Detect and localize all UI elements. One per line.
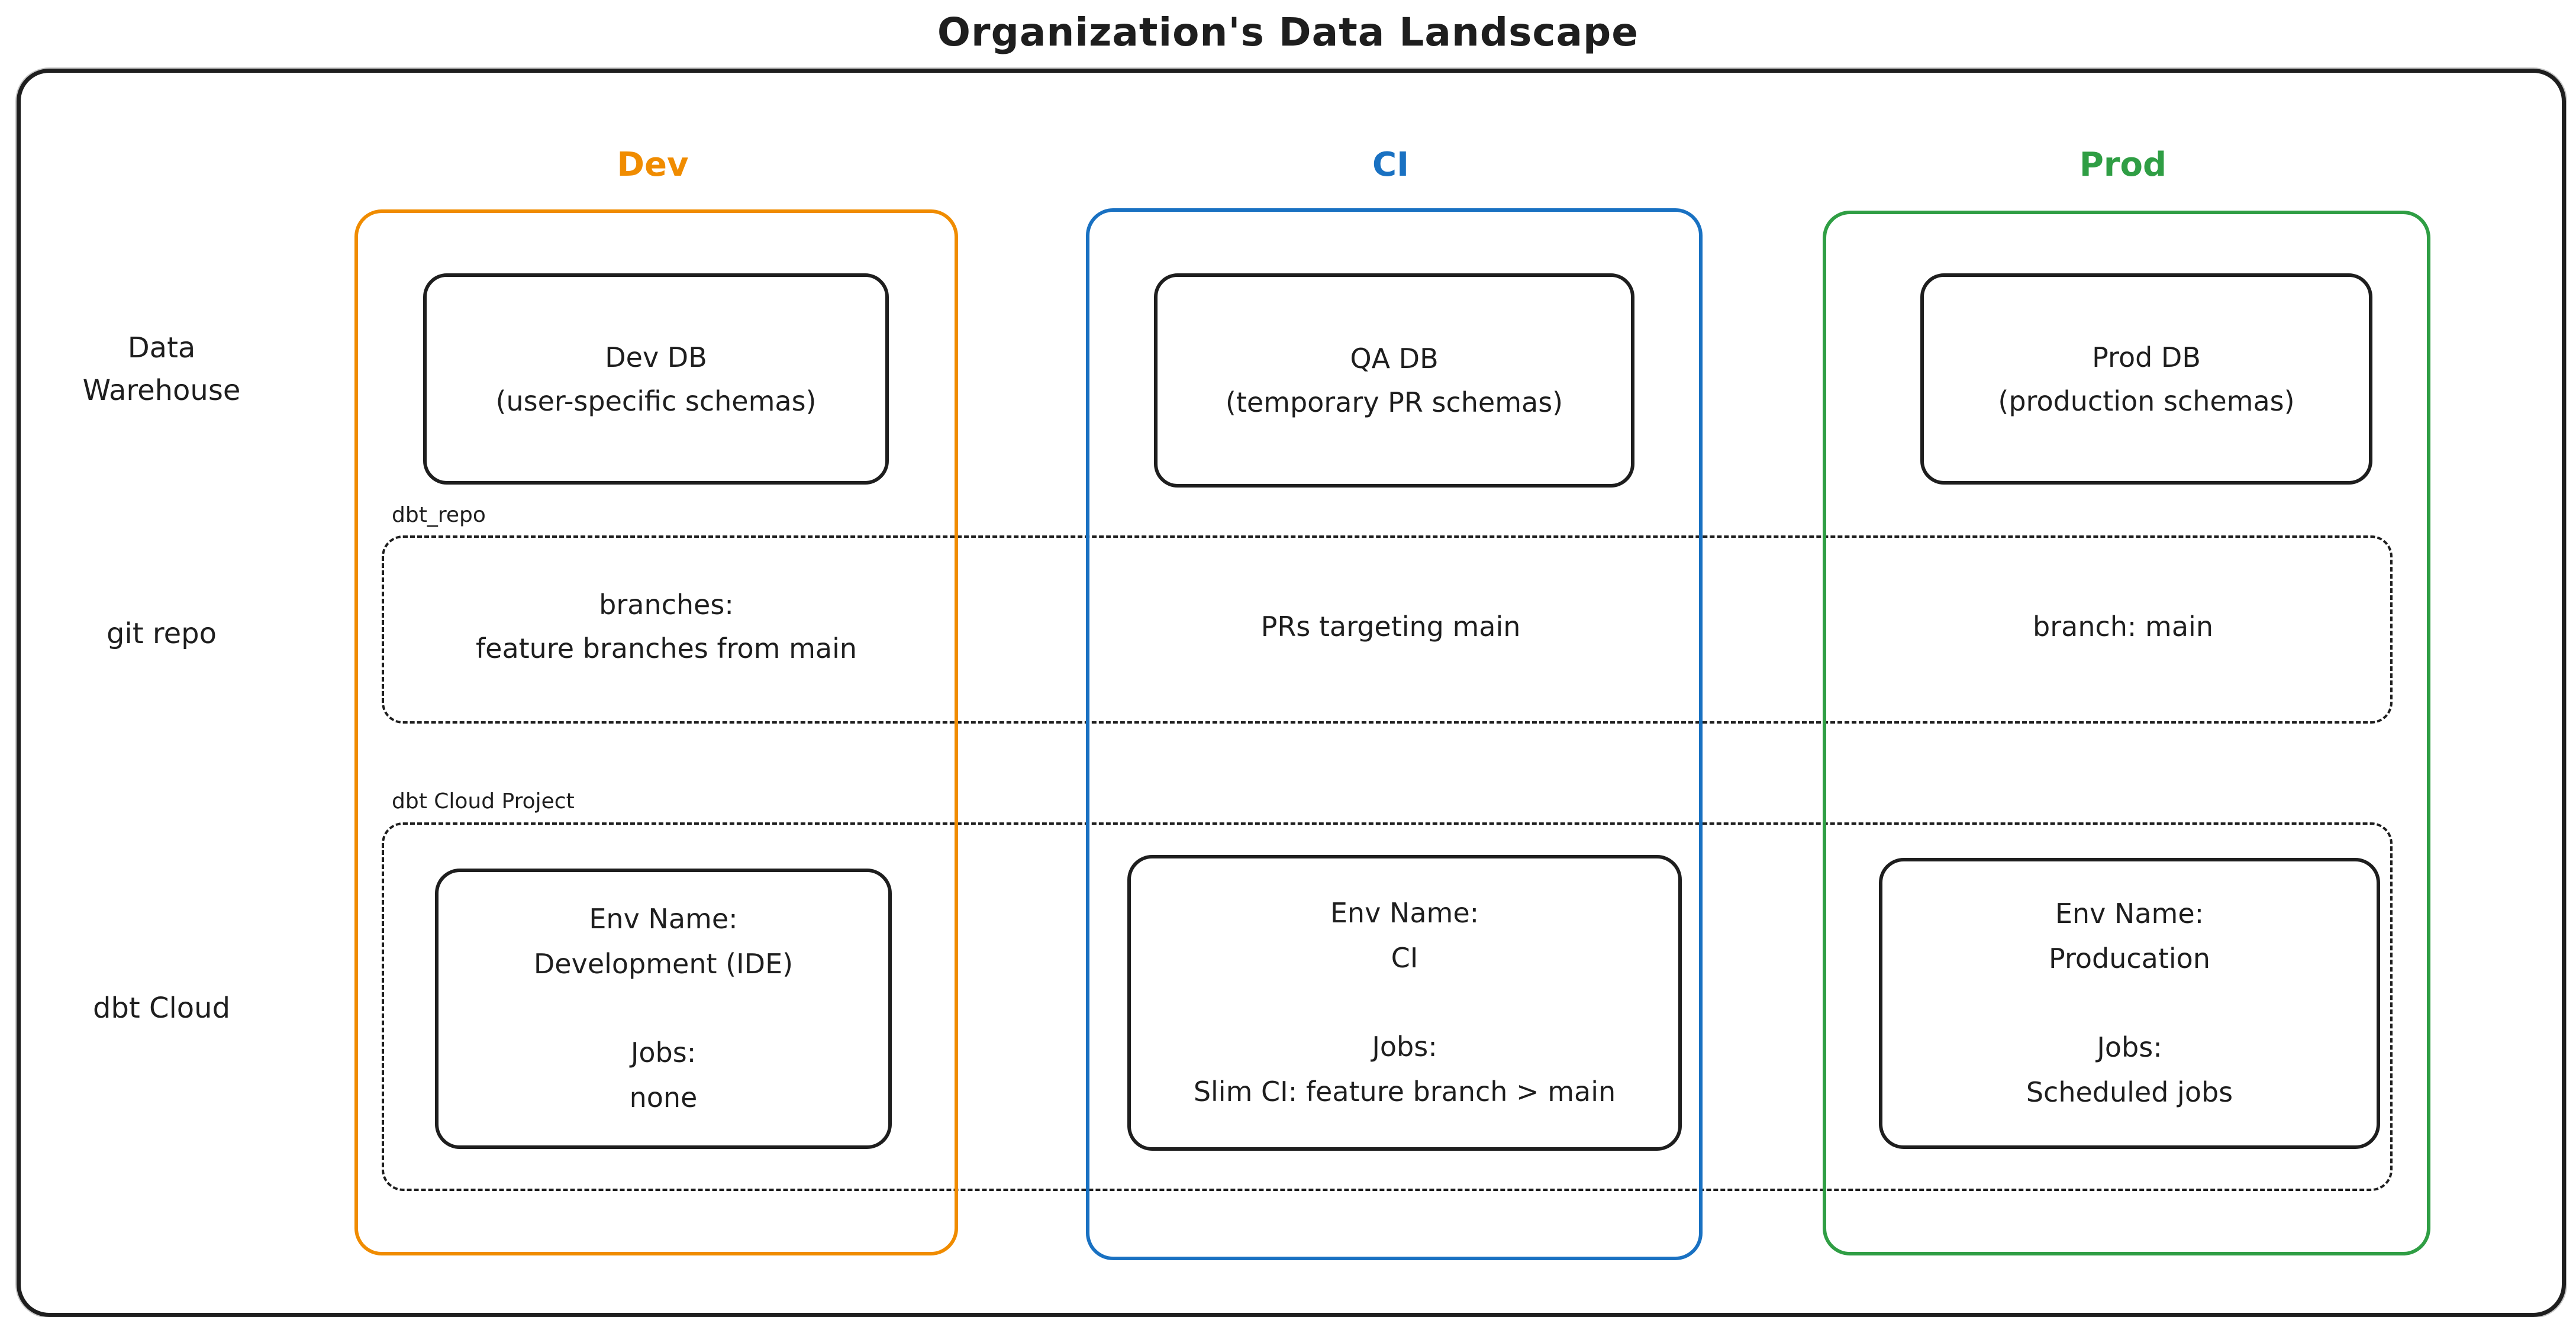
column-header-ci: CI [1372, 145, 1409, 184]
prod-db-name: Prod DB [2092, 341, 2201, 373]
ci-environment-box: Env Name: CI Jobs: Slim CI: feature bran… [1127, 855, 1682, 1151]
dev-db-name: Dev DB [605, 341, 707, 373]
landscape-outer-frame [17, 69, 2566, 1317]
dev-db-box: Dev DB (user-specific schemas) [423, 273, 889, 485]
prod-jobs-label: Jobs: [2097, 1031, 2162, 1063]
prod-env-name-value: Producation [2049, 942, 2210, 975]
ci-jobs-label: Jobs: [1372, 1031, 1437, 1063]
dbt-cloud-project-tag: dbt Cloud Project [392, 789, 575, 814]
git-repo-cell-ci: PRs targeting main [1260, 611, 1521, 643]
git-repo-cell-dev: branches: feature branches from main [475, 589, 857, 664]
ci-env-name-value: CI [1391, 942, 1418, 974]
ci-jobs-value: Slim CI: feature branch > main [1193, 1075, 1616, 1108]
dev-env-name-label: Env Name: [589, 903, 738, 935]
dev-environment-box: Env Name: Development (IDE) Jobs: none [435, 869, 892, 1149]
row-label-dbt-cloud: dbt Cloud [92, 992, 231, 1025]
dev-env-name-value: Development (IDE) [533, 948, 794, 980]
prod-db-schemas: (production schemas) [1998, 385, 2295, 417]
row-label-git-repo: git repo [107, 617, 217, 650]
qa-db-name: QA DB [1350, 343, 1439, 375]
qa-db-schemas: (temporary PR schemas) [1225, 386, 1563, 418]
page-title: Organization's Data Landscape [937, 9, 1639, 55]
prod-db-box: Prod DB (production schemas) [1920, 273, 2372, 485]
dbt-cloud-project-dashed-box [382, 822, 2393, 1191]
dev-jobs-value: none [629, 1081, 698, 1113]
column-header-prod: Prod [2079, 145, 2167, 184]
git-repo-box-tag: dbt_repo [392, 503, 486, 527]
git-repo-cell-prod: branch: main [2033, 611, 2213, 643]
dev-db-schemas: (user-specific schemas) [495, 385, 817, 417]
dev-jobs-label: Jobs: [630, 1037, 697, 1069]
column-header-dev: Dev [617, 145, 689, 184]
qa-db-box: QA DB (temporary PR schemas) [1154, 273, 1634, 488]
prod-env-name-label: Env Name: [2055, 898, 2204, 930]
ci-env-name-label: Env Name: [1330, 897, 1479, 929]
prod-jobs-value: Scheduled jobs [2026, 1076, 2233, 1108]
prod-environment-box: Env Name: Producation Jobs: Scheduled jo… [1879, 858, 2380, 1149]
git-repo-dashed-box [382, 535, 2393, 724]
row-label-data-warehouse: Data Warehouse [82, 331, 241, 407]
